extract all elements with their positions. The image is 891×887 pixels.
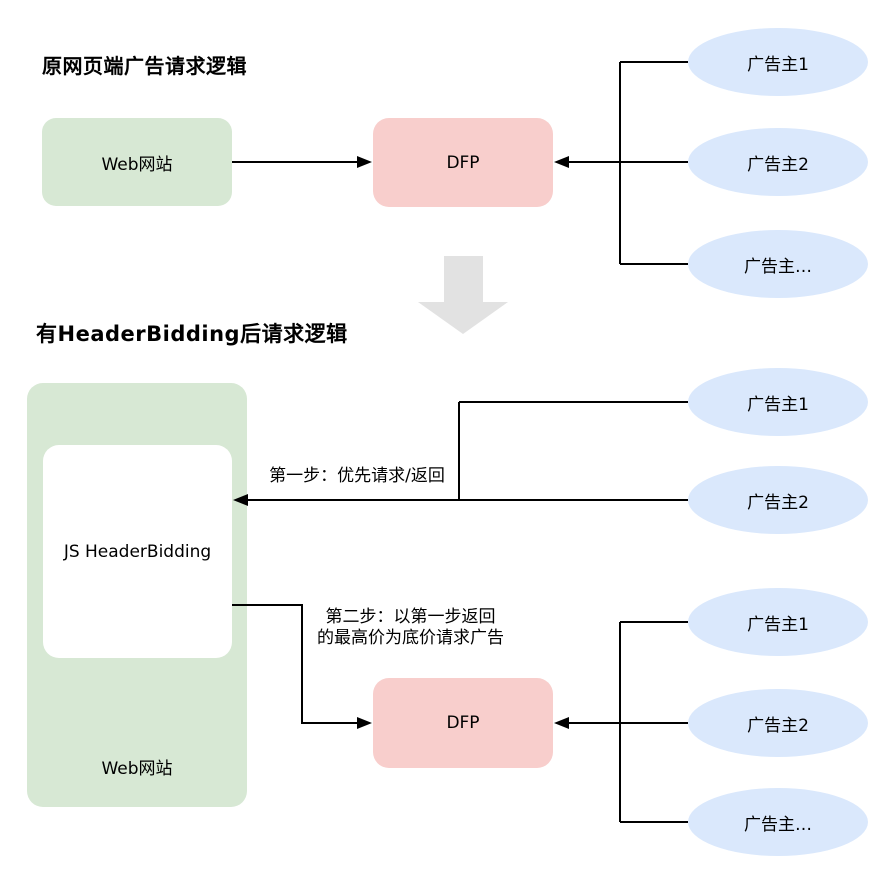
arrowhead-left-icon [554, 156, 569, 168]
section1-advertiser-1-node: 广告主1 [688, 28, 868, 96]
advertiser-label: 广告主2 [747, 492, 809, 513]
arrowhead-right-icon [357, 156, 372, 168]
advertiser-label: 广告主2 [747, 154, 809, 175]
section1-dfp-label: DFP [446, 152, 480, 173]
js-headerbidding-label: JS HeaderBidding [63, 541, 212, 562]
section1-advertiser-2-node: 广告主2 [688, 128, 868, 196]
advertiser-label: 广告主1 [747, 614, 809, 635]
step2-arrow-label-line2: 的最高价为底价请求广告 [317, 628, 504, 648]
section2-step1-advertiser-1-node: 广告主1 [688, 368, 868, 436]
section1-advertiser-more-node: 广告主… [688, 230, 868, 298]
section2-step2-advertiser-1-node: 广告主1 [688, 588, 868, 656]
arrowhead-left-icon [554, 717, 569, 729]
section1-web-site-node: Web网站 [42, 118, 232, 206]
section1-dfp-node: DFP [373, 118, 553, 207]
section1-title: 原网页端广告请求逻辑 [42, 54, 247, 78]
section2-step2-advertiser-2-node: 广告主2 [688, 689, 868, 757]
step2-arrow-label-line1: 第二步：以第一步返回 [325, 607, 496, 627]
section2-step1-advertiser-2-node: 广告主2 [688, 466, 868, 534]
section1-web-site-label: Web网站 [101, 154, 173, 175]
advertiser-label: 广告主2 [747, 715, 809, 736]
section2-title: 有HeaderBidding后请求逻辑 [36, 322, 348, 346]
transition-down-arrow-icon [418, 256, 508, 334]
advertiser-label: 广告主1 [747, 394, 809, 415]
advertiser-label: 广告主… [744, 814, 812, 835]
section2-web-site-label: Web网站 [101, 759, 173, 779]
section2-dfp-node: DFP [373, 678, 553, 768]
section2-step2-advertiser-more-node: 广告主… [688, 788, 868, 856]
advertiser-label: 广告主1 [747, 54, 809, 75]
section2-js-headerbidding-node: JS HeaderBidding [43, 445, 232, 658]
step2-arrow-label: 第二步：以第一步返回 的最高价为底价请求广告 [308, 607, 513, 649]
step1-arrow-label: 第一步：优先请求/返回 [269, 466, 445, 486]
section2-dfp-label: DFP [446, 713, 480, 733]
arrowhead-right-icon [357, 717, 372, 729]
advertiser-label: 广告主… [744, 256, 812, 277]
